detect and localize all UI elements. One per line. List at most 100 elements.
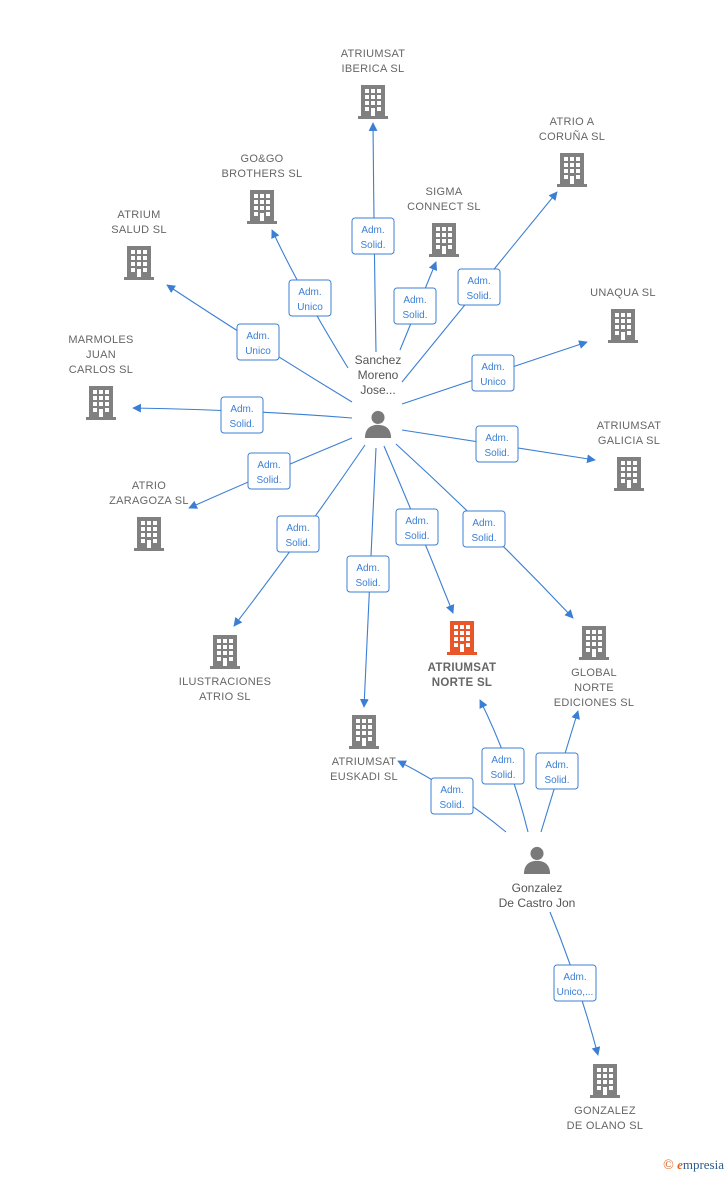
- relation-label-line: Solid.: [544, 775, 569, 786]
- company-name-line: ATRIO SL: [199, 691, 251, 703]
- relation-box-p1-c5[interactable]: Adm.Unico: [236, 323, 280, 361]
- company-node-c11[interactable]: ATRIUMSAT NORTE SL: [428, 621, 497, 689]
- company-name-line: CONNECT SL: [407, 201, 481, 213]
- relation-box-p1-c11[interactable]: Adm.Solid.: [395, 508, 439, 546]
- relation-box-frame: [247, 452, 291, 490]
- relation-box-frame: [395, 508, 439, 546]
- relation-label-line: Adm.: [298, 287, 321, 298]
- person-name-line: Sanchez: [355, 353, 402, 367]
- person-icon: [364, 410, 392, 438]
- relation-label-line: Solid.: [471, 533, 496, 544]
- relation-label-line: Solid.: [402, 310, 427, 321]
- relation-box-p1-c9[interactable]: Adm. Solid.: [247, 452, 291, 490]
- relation-labels: Adm.Solid.Adm.Solid.Adm.UnicoAdm.Solid.A…: [220, 217, 597, 1002]
- relation-box-p1-c1[interactable]: Adm. Solid.: [351, 217, 395, 255]
- company-name-line: IBERICA SL: [342, 63, 405, 75]
- relation-label-line: Solid.: [484, 448, 509, 459]
- relation-label-line: Solid.: [439, 800, 464, 811]
- relation-label-line: Solid.: [229, 419, 254, 430]
- relation-box-p2-c12[interactable]: Adm. Solid.: [535, 752, 579, 790]
- relation-box-p1-c4[interactable]: Adm. Solid.: [393, 287, 437, 325]
- relation-label-line: Solid.: [355, 578, 380, 589]
- brand-logo-text: mpresia: [682, 1157, 724, 1172]
- building-icon: [247, 190, 277, 224]
- company-name-line: NORTE SL: [432, 677, 493, 689]
- relation-label-line: Solid.: [285, 538, 310, 549]
- relation-box-p1-c12[interactable]: Adm.Solid.: [462, 510, 506, 548]
- company-name-line: NORTE: [574, 682, 614, 694]
- relation-box-frame: [276, 515, 320, 553]
- company-node-c13[interactable]: ATRIUMSAT EUSKADI SL: [330, 715, 398, 783]
- company-node-c6[interactable]: UNAQUA SL: [590, 287, 656, 343]
- building-icon: [349, 715, 379, 749]
- person-node-p1[interactable]: SanchezMorenoJose...: [355, 353, 402, 438]
- company-name-line: SALUD SL: [111, 224, 167, 236]
- relation-box-p1-c3[interactable]: Adm. Unico: [288, 279, 332, 317]
- relation-label-line: Adm.: [405, 516, 428, 527]
- relation-box-p1-c7[interactable]: Adm. Solid.: [220, 396, 264, 434]
- relation-label-line: Adm.: [467, 276, 490, 287]
- relation-box-p1-c8[interactable]: Adm.Solid.: [475, 425, 519, 463]
- relation-box-p1-c13[interactable]: Adm.Solid.: [346, 555, 390, 593]
- building-icon: [579, 626, 609, 660]
- relation-box-p1-c6[interactable]: Adm.Unico: [471, 354, 515, 392]
- relation-box-p2-c13[interactable]: Adm.Solid.: [430, 777, 474, 815]
- relation-label-line: Solid.: [256, 475, 281, 486]
- relation-label-line: Adm.: [230, 404, 253, 415]
- relation-label-line: Adm.: [361, 225, 384, 236]
- relation-box-frame: [481, 747, 525, 785]
- company-name-line: ZARAGOZA SL: [109, 495, 189, 507]
- relation-label-line: Adm.: [481, 362, 504, 373]
- company-name-line: CARLOS SL: [69, 364, 133, 376]
- relation-box-frame: [553, 964, 597, 1002]
- company-name-line: EUSKADI SL: [330, 771, 398, 783]
- relation-label-line: Adm.: [403, 295, 426, 306]
- relation-label-line: Adm.: [545, 760, 568, 771]
- relation-box-frame: [351, 217, 395, 255]
- relation-label-line: Adm.: [286, 523, 309, 534]
- relation-box-p2-c14[interactable]: Adm.Unico,...: [553, 964, 597, 1002]
- empresia-footer[interactable]: © empresia: [663, 1157, 724, 1174]
- relation-box-frame: [462, 510, 506, 548]
- company-name-line: GO&GO: [240, 153, 283, 165]
- company-name-line: ATRIUMSAT: [332, 756, 397, 768]
- relation-box-frame: [236, 323, 280, 361]
- building-icon: [86, 386, 116, 420]
- copyright-symbol: ©: [663, 1158, 674, 1173]
- building-icon: [608, 309, 638, 343]
- company-name-line: GLOBAL: [571, 667, 617, 679]
- relation-label-line: Unico: [245, 346, 271, 357]
- building-icon: [447, 621, 477, 655]
- relation-label-line: Solid.: [360, 240, 385, 251]
- company-name-line: GALICIA SL: [598, 435, 660, 447]
- relation-box-p2-c11[interactable]: Adm.Solid.: [481, 747, 525, 785]
- relation-label-line: Unico: [297, 302, 323, 313]
- relation-label-line: Unico,...: [557, 987, 594, 998]
- building-icon: [134, 517, 164, 551]
- company-name-line: ATRIO: [132, 480, 166, 492]
- person-icon: [523, 846, 551, 874]
- relation-box-frame: [393, 287, 437, 325]
- relation-label-line: Solid.: [466, 291, 491, 302]
- relation-box-p1-c2[interactable]: Adm. Solid.: [457, 268, 501, 306]
- company-name-line: ATRIUMSAT: [428, 662, 497, 674]
- relation-box-frame: [535, 752, 579, 790]
- relation-box-p1-c10[interactable]: Adm. Solid.: [276, 515, 320, 553]
- relation-box-frame: [430, 777, 474, 815]
- company-node-c9[interactable]: ATRIO ZARAGOZA SL: [109, 480, 189, 551]
- company-name-line: DE OLANO SL: [567, 1120, 644, 1132]
- relation-label-line: Adm.: [257, 460, 280, 471]
